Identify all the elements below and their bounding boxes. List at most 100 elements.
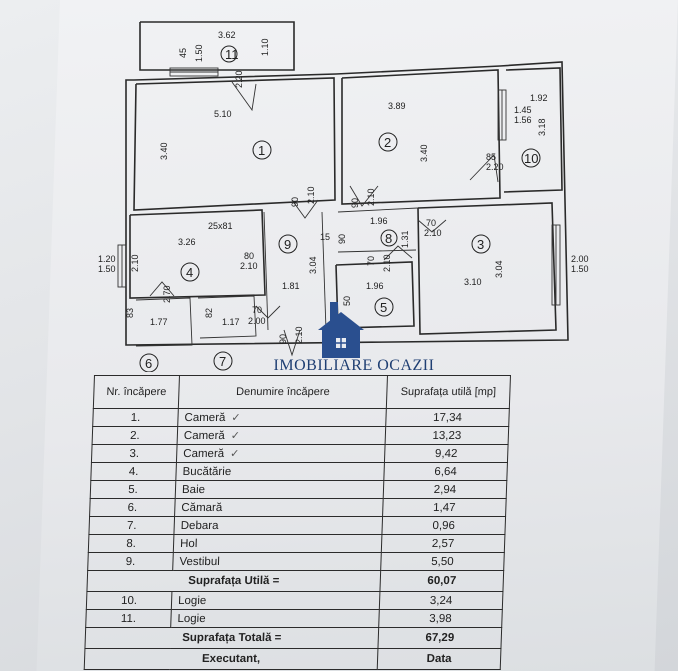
dimension-label: 45 — [178, 48, 188, 58]
dimension-label: 3.18 — [537, 118, 547, 136]
useful-total-label: Suprafața Utilă = — [86, 570, 381, 592]
table-row: 4. Bucătărie 6,64 — [90, 462, 508, 481]
room-number: 6 — [145, 356, 152, 371]
plan-walls — [125, 21, 569, 347]
room-number: 5 — [380, 300, 387, 315]
room-area: 6,64 — [383, 462, 508, 481]
room-number: 2 — [384, 135, 391, 150]
dimension-label: 5.10 — [214, 109, 232, 119]
table-row: 8. Hol 2,57 — [88, 534, 505, 553]
room-name: Baie — [175, 480, 384, 499]
room-name: Hol — [173, 534, 382, 553]
room-area: 2,94 — [383, 480, 507, 499]
dimension-label: 2.00 — [248, 316, 266, 326]
dimension-label: 15 — [320, 232, 330, 242]
header-nr: Nr. încăpere — [93, 375, 180, 409]
footer-row: Executant, Data — [84, 648, 501, 670]
room-number: 7 — [219, 354, 226, 369]
dimension-label: 3.04 — [494, 260, 504, 278]
dimension-label: 1.81 — [282, 281, 300, 291]
dimension-label: 1.56 — [514, 115, 532, 125]
table-row: 9. Vestibul 5,50 — [87, 552, 505, 571]
room-nr: 6. — [89, 498, 176, 517]
room-number: 11 — [225, 47, 239, 62]
room-area: 9,42 — [384, 444, 509, 463]
dimension-label: 3.40 — [159, 142, 169, 160]
table-row: 5. Baie 2,94 — [90, 480, 507, 499]
grand-total-value: 67,29 — [377, 627, 502, 649]
dimension-label: 90 — [290, 197, 300, 207]
dimension-label: 83 — [125, 308, 135, 318]
dimension-label: 2.10 — [130, 254, 140, 272]
dimension-label: 70 — [366, 256, 376, 266]
watermark-text: IMOBILIARE OCAZII — [273, 357, 435, 374]
table-row: 10. Logie 3,24 — [86, 591, 503, 610]
room-nr: 10. — [86, 591, 172, 610]
dimension-label: 80 — [244, 251, 254, 261]
table-row: 7. Debara 0,96 — [88, 516, 506, 535]
table-row: 11. Logie 3,98 — [85, 609, 503, 628]
room-nr: 7. — [88, 516, 175, 535]
room-nr: 2. — [92, 426, 178, 445]
dimension-label: 85 — [486, 152, 496, 162]
room-markers: 11 1 2 10 3 4 5 6 7 8 9 — [139, 45, 541, 372]
useful-total-row: Suprafața Utilă = 60,07 — [86, 570, 504, 592]
dimension-label: 1.96 — [370, 216, 388, 226]
room-area: 0,96 — [381, 516, 506, 535]
dimension-label: 1.31 — [400, 230, 410, 248]
dimension-label: 90 — [278, 334, 288, 344]
dimension-label: 70 — [252, 305, 262, 315]
room-name: Logie — [170, 609, 380, 628]
room-number: 1 — [258, 143, 265, 158]
room-nr: 11. — [85, 609, 172, 628]
date-label: Data — [377, 648, 501, 670]
useful-total-value: 60,07 — [379, 570, 504, 592]
room-nr: 4. — [90, 462, 177, 481]
room-number: 10 — [524, 151, 538, 166]
dimension-labels: 3.62 45 1.50 1.10 2.20 5.10 3.40 3.89 3.… — [98, 30, 589, 344]
house-logo-icon — [318, 302, 364, 358]
room-area: 3,24 — [379, 591, 503, 610]
dimension-label: 2.00 — [571, 254, 589, 264]
dimension-label: 2.10 — [294, 326, 304, 344]
room-area: 5,50 — [380, 552, 505, 571]
table-row: 2. Cameră✓ 13,23 — [92, 426, 509, 445]
room-name: Cameră✓ — [176, 444, 386, 463]
dimension-label: 3.10 — [464, 277, 482, 287]
room-name: Bucătărie — [175, 462, 385, 481]
dimension-label: 2.10 — [382, 254, 392, 272]
dimension-label: 2.10 — [366, 188, 376, 206]
room-nr: 5. — [90, 480, 176, 499]
room-nr: 8. — [88, 534, 174, 553]
area-table: Nr. încăpere Denumire încăpere Suprafața… — [84, 375, 511, 670]
dimension-label: 1.50 — [98, 264, 116, 274]
dimension-label: 2.70 — [162, 285, 172, 303]
table-header-row: Nr. încăpere Denumire încăpere Suprafața… — [93, 375, 511, 409]
dimension-label: 90 — [337, 234, 347, 244]
room-nr: 1. — [92, 408, 179, 427]
header-area: Suprafața utilă [mp] — [386, 375, 511, 409]
dimension-label: 1.10 — [260, 38, 270, 56]
plan-doors — [149, 81, 499, 357]
grand-total-label: Suprafața Totală = — [84, 627, 379, 649]
room-area: 17,34 — [385, 408, 510, 427]
dimension-label: 3.40 — [419, 144, 429, 162]
dimension-label: 1.50 — [194, 44, 204, 62]
dimension-label: 90 — [350, 198, 360, 208]
room-name: Cameră✓ — [177, 426, 386, 445]
dimension-label: 50 — [342, 296, 352, 306]
dimension-label: 2.20 — [486, 162, 504, 172]
check-mark: ✓ — [230, 429, 241, 442]
dimension-label: 1.77 — [150, 317, 168, 327]
check-mark: ✓ — [231, 411, 241, 424]
room-area: 3,98 — [378, 609, 503, 628]
room-area: 2,57 — [381, 534, 505, 553]
room-nr: 3. — [91, 444, 178, 463]
dimension-label: 1.50 — [571, 264, 589, 274]
floor-plan: 11 1 2 10 3 4 5 6 7 8 9 3.62 45 1.50 1.1… — [98, 21, 589, 372]
room-name: Cameră✓ — [177, 408, 387, 427]
room-name: Vestibul — [172, 552, 382, 571]
room-number: 9 — [284, 237, 291, 252]
dimension-label: 3.62 — [218, 30, 236, 40]
room-name: Logie — [171, 591, 380, 610]
